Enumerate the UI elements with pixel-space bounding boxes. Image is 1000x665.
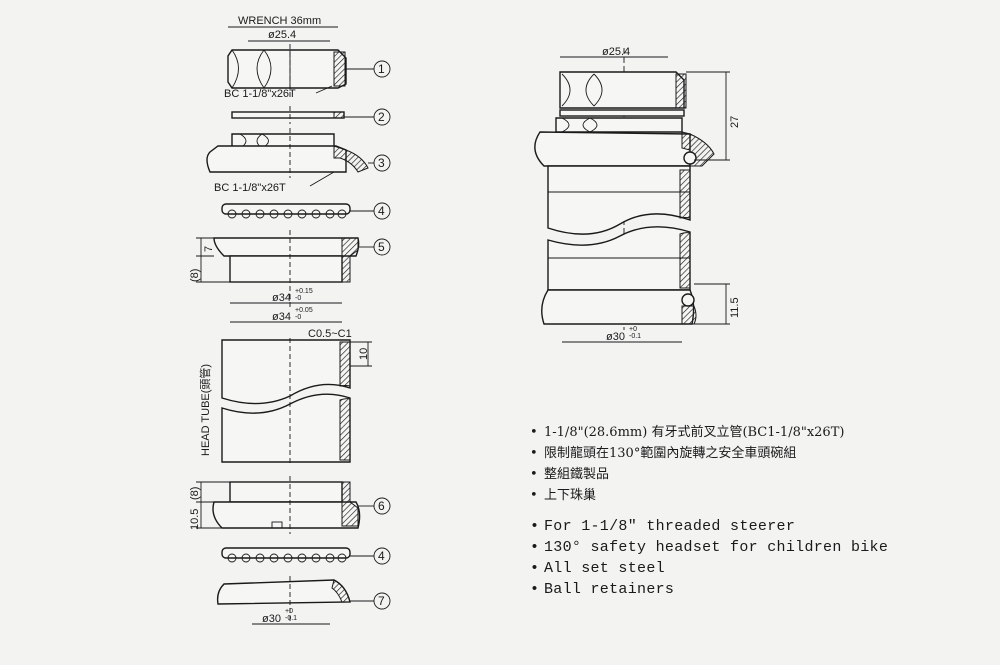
note-en-item: For 1-1/8" threaded steerer: [528, 516, 968, 537]
tube-bore-tol: +0.05-0: [295, 307, 313, 321]
note-zh-item: 上下珠巢: [528, 485, 968, 506]
assembly-crown-dia-tol: +0-0.1: [629, 326, 641, 340]
lower-cup-height-dim: 10.5: [189, 509, 201, 530]
part-2-washer: [231, 106, 345, 124]
press-dia-dim-a: ø34: [272, 292, 291, 304]
callout-2: 2: [378, 110, 385, 124]
callout-4b: 4: [378, 549, 385, 563]
assembly-adjust-cup-hex: [555, 117, 683, 133]
wrench-label: WRENCH 36mm: [238, 15, 321, 27]
thread-leader-top: [315, 85, 333, 94]
washer-body: [231, 111, 345, 119]
lower-stack-height-dim: 11.5: [729, 297, 741, 318]
callout-1: 1: [378, 62, 385, 76]
crown-race-dia-tol: +0-0.1: [285, 608, 297, 622]
part-6-lower-cup: 10.5 (8): [189, 476, 361, 534]
part-5-upper-cup: 7 (8) ø34 +0.15-0: [189, 230, 360, 310]
locknut-flats: [231, 49, 291, 89]
locknut-body: [227, 49, 347, 89]
note-en-item: Ball retainers: [528, 579, 968, 600]
callouts: 1 2 3 4 5 6 4 7: [344, 60, 391, 610]
washer-section: [333, 111, 345, 119]
part-3-adjustable-cup: BC 1-1/8"x26T: [206, 128, 369, 194]
upper-cup-flange: [213, 237, 360, 257]
head-tube-label: HEAD TUBE(頭管): [198, 364, 212, 456]
assembly-crown-dia-dim: ø30: [606, 331, 625, 343]
insertion-depth-dim: 10: [358, 348, 370, 360]
callout-7: 7: [378, 594, 385, 608]
press-height-dim: (8): [189, 269, 201, 282]
locknut-section: [333, 51, 346, 87]
callout-5: 5: [378, 240, 385, 254]
assembly-washer: [559, 109, 685, 117]
lower-cup-press: [229, 481, 343, 503]
stack-height-dim: 27: [729, 116, 741, 128]
assembly-locknut: [559, 71, 685, 109]
chamfer-dim: C0.5~C1: [308, 328, 352, 340]
upper-cup-section: [341, 237, 359, 283]
notes-chinese: 1-1/8"(28.6mm) 有牙式前叉立管(BC1-1/8"x26T) 限制龍…: [528, 422, 968, 506]
crown-race-dia-dim: ø30: [262, 613, 281, 625]
part-7-crown-race: ø30 +0-0.1: [216, 576, 351, 625]
crown-race-section: [331, 579, 351, 603]
note-en-item: 130° safety headset for children bike: [528, 537, 968, 558]
bore-dim-label: ø25.4: [268, 29, 296, 41]
tube-bore-dim: ø34: [272, 311, 291, 323]
part-4-ball-retainer-lower: [221, 547, 351, 563]
crown-race-body: [216, 579, 351, 605]
head-tube-lower: [221, 393, 351, 463]
note-zh-item: 整組鐵製品: [528, 464, 968, 485]
note-zh-item: 1-1/8"(28.6mm) 有牙式前叉立管(BC1-1/8"x26T): [528, 422, 968, 443]
lower-cup-section: [341, 481, 359, 527]
callout-3: 3: [378, 156, 385, 170]
retainer-ring: [221, 203, 351, 215]
thread-leader-mid: [309, 171, 335, 187]
callout-6: 6: [378, 499, 385, 513]
upper-cup-press: [229, 255, 343, 283]
part-1-locknut: WRENCH 36mm ø25.4 BC 1-1/8"x26T: [224, 15, 347, 100]
retainer-balls: [227, 209, 347, 219]
assembly-view: ø25.4 27 11.5 ø30 +0-0.1: [534, 46, 741, 343]
upper-bearing-ball: [683, 151, 697, 165]
flange-height-dim: 7: [203, 246, 215, 252]
notes-english: For 1-1/8" threaded steerer 130° safety …: [528, 516, 968, 600]
assembly-bore-dim: ø25.4: [602, 46, 630, 58]
head-tube-wall-lower: [339, 398, 351, 461]
head-tube: ø34 +0.05-0 C0.5~C1 10 HEAD TUBE(頭管): [198, 307, 372, 464]
cup-body: [206, 145, 347, 173]
assembly-upper-body: [547, 165, 691, 235]
lower-bearing-ball: [681, 293, 695, 307]
callout-4a: 4: [378, 204, 385, 218]
thread-label-mid: BC 1-1/8"x26T: [214, 182, 286, 194]
lower-press-height-dim: (8): [189, 487, 201, 500]
assembly-lower-cup: [541, 289, 695, 325]
press-dia-tol-a: +0.15-0: [295, 288, 313, 302]
head-tube-wall-upper: [339, 341, 351, 387]
note-en-item: All set steel: [528, 558, 968, 579]
cup-seal: [333, 145, 369, 173]
note-zh-item: 限制龍頭在130°範圍內旋轉之安全車頭碗組: [528, 443, 968, 464]
thread-label-top: BC 1-1/8"x26T: [224, 88, 296, 100]
lower-cup-flange: [212, 501, 361, 529]
part-4-ball-retainer-upper: [221, 203, 351, 219]
assembly-adjust-cup-body: [534, 131, 691, 167]
feature-notes: 1-1/8"(28.6mm) 有牙式前叉立管(BC1-1/8"x26T) 限制龍…: [528, 422, 968, 600]
